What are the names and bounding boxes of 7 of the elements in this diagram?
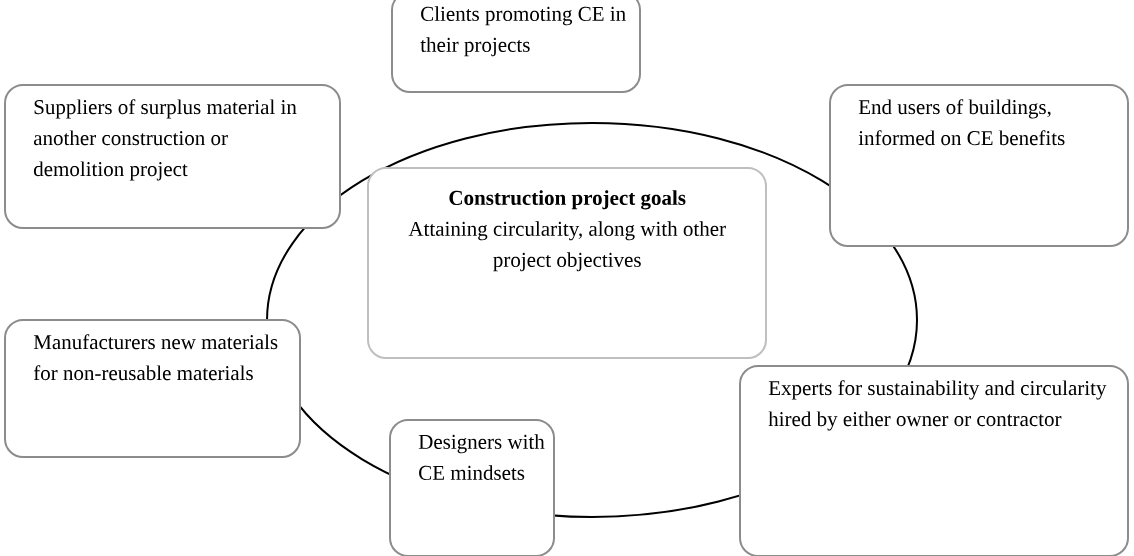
stakeholder-box: Experts for sustainability and circularity hired by either owner or contractor — [739, 365, 1129, 556]
stakeholder-box: End users of buildings, informed on CE benefits — [829, 84, 1129, 247]
goal-box: Construction project goals Attaining circularity, along with other project objectives — [367, 167, 767, 359]
stakeholder-box: Designers with CE mindsets — [389, 419, 555, 556]
stakeholder-box: Manufacturers new materials for non-reusable materials — [4, 319, 301, 458]
stakeholder-box: Clients promoting CE in their projects — [391, 0, 641, 93]
stakeholder-box: Suppliers of surplus material in another construction or demolition project — [4, 84, 341, 229]
